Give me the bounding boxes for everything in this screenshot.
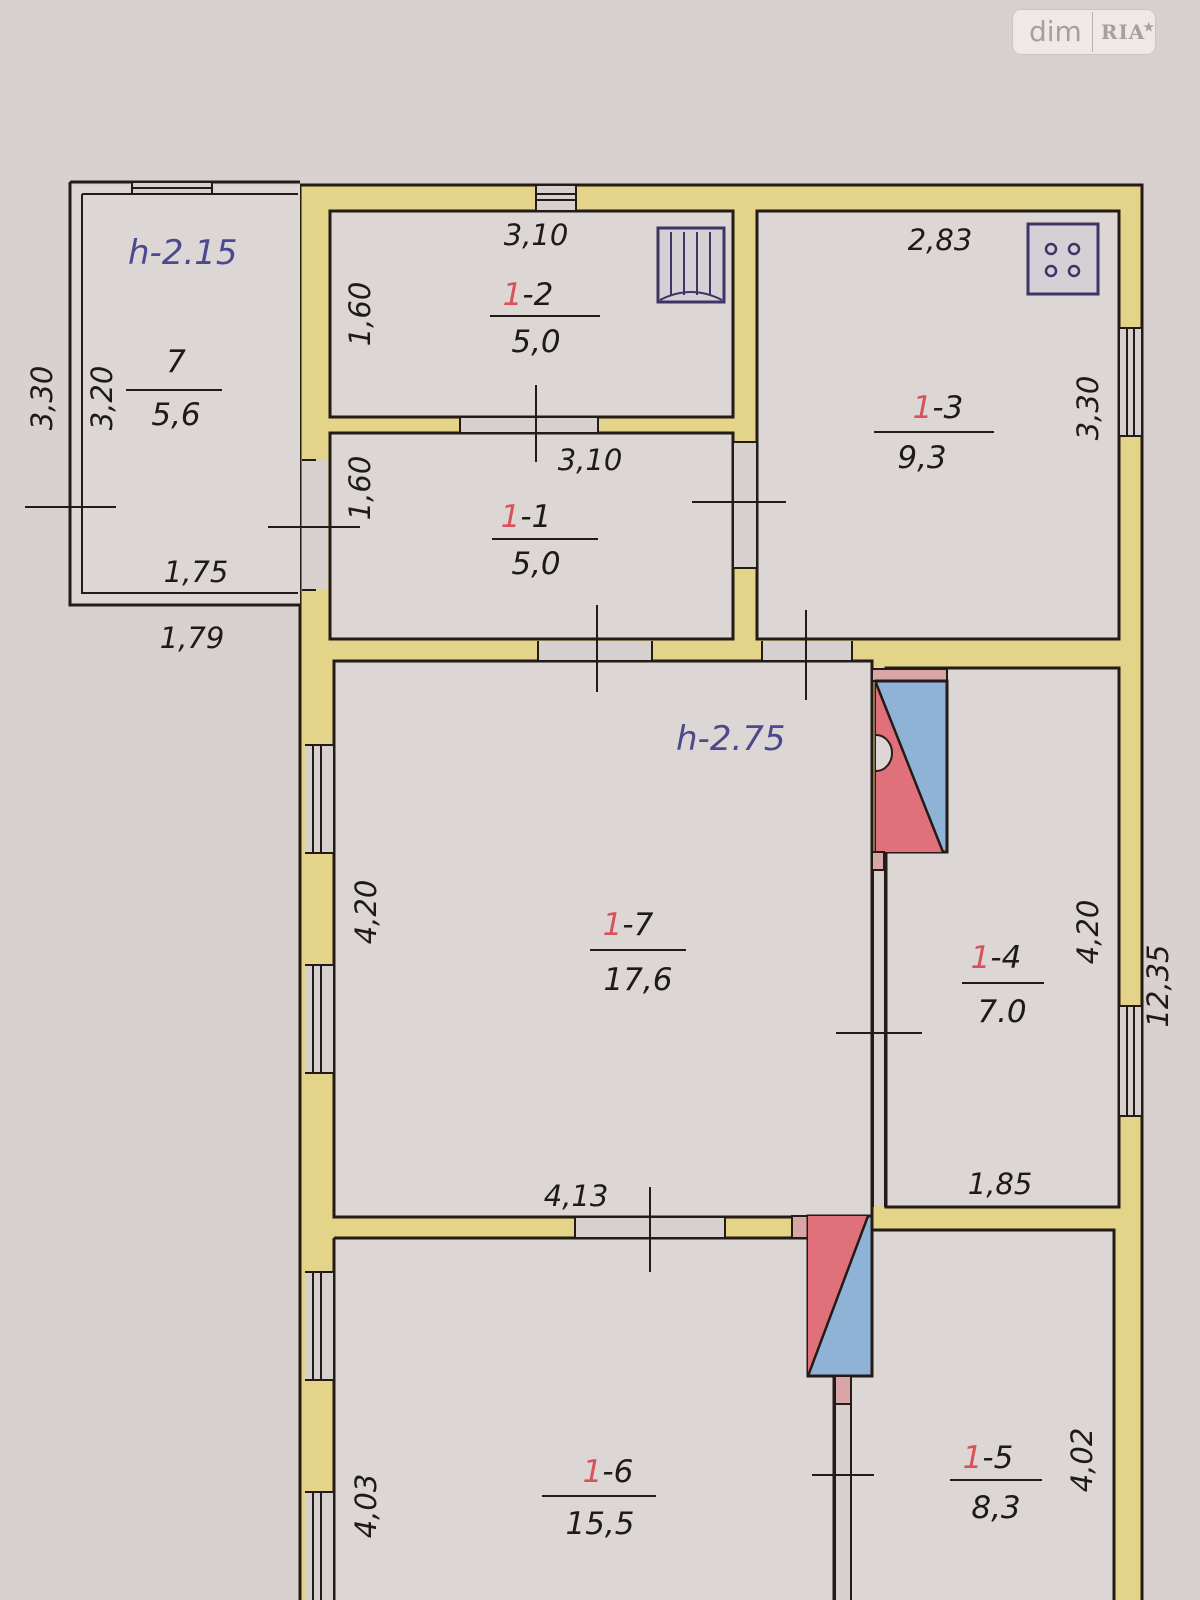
dim-r11-width: 3,10 (558, 443, 623, 477)
room-label-1-4: 1-4 7.0 (962, 940, 1044, 1030)
room-number: -2 (522, 277, 553, 313)
dimria-watermark: dim RIA★ (1013, 10, 1155, 54)
room-label-1-5: 1-5 8,3 (950, 1440, 1042, 1526)
stove-icon (1026, 222, 1100, 296)
dim-annex-outer-height: 3,30 (25, 366, 59, 431)
room-floor-number: 1 (503, 277, 523, 313)
dim-r17-width: 4,13 (544, 1179, 609, 1213)
room-number: -6 (602, 1454, 633, 1490)
svg-text:1-2: 1-2 (503, 277, 554, 313)
room-area: 5,0 (511, 546, 560, 582)
room-area: 15,5 (565, 1506, 634, 1542)
room-area: 5,6 (151, 397, 200, 433)
room-floor-number: 1 (913, 390, 933, 426)
room-number: -5 (982, 1440, 1013, 1476)
dim-r14-width: 1,85 (968, 1167, 1033, 1201)
brick-stove-bottom-icon (791, 1214, 874, 1405)
room-shapes (328, 209, 1121, 1600)
room-label-1-2: 1-2 5,0 (490, 277, 600, 360)
svg-text:1-7: 1-7 (603, 907, 654, 943)
annex-structure (25, 180, 300, 607)
room-label-1-1: 1-1 5,0 (492, 499, 598, 582)
svg-text:1-5: 1-5 (963, 1440, 1014, 1476)
room-floor-number: 1 (971, 940, 991, 976)
main-height-label: h-2.75 (676, 719, 786, 759)
room-number: -4 (990, 940, 1021, 976)
room-number: 7 (166, 344, 186, 380)
room-number: -3 (932, 390, 963, 426)
dim-r14-height: 4,20 (1071, 900, 1105, 965)
dim-r16-height: 4,03 (349, 1474, 383, 1539)
room-label-1-6: 1-6 15,5 (542, 1454, 656, 1542)
dim-r12-height: 1,60 (343, 282, 377, 347)
bathtub-icon (656, 226, 726, 304)
dim-r13-height: 3,30 (1071, 376, 1105, 441)
annex-height-label: h-2.15 (128, 233, 238, 273)
room-label-1-3: 1-3 9,3 (874, 390, 994, 476)
room-floor-number: 1 (583, 1454, 603, 1490)
room-area: 7.0 (977, 994, 1026, 1030)
room-floor-number: 1 (603, 907, 623, 943)
room-area: 9,3 (897, 440, 946, 476)
room-area: 8,3 (971, 1490, 1020, 1526)
dim-r12-width: 3,10 (504, 218, 569, 252)
watermark-ria-text: RIA (1100, 20, 1146, 44)
room-floor-number: 1 (501, 499, 521, 535)
svg-text:1-1: 1-1 (501, 499, 552, 535)
dim-r17-height: 4,20 (349, 880, 383, 945)
watermark-dim-text: dim (1013, 12, 1093, 52)
svg-text:1-4: 1-4 (971, 940, 1022, 976)
room-number: -1 (520, 499, 551, 535)
room-area: 17,6 (603, 962, 672, 998)
svg-text:1-3: 1-3 (913, 390, 964, 426)
brick-stove-top-icon (871, 668, 949, 871)
dim-annex-outer-width: 1,79 (160, 621, 225, 655)
star-icon: ★ (1143, 20, 1156, 34)
room-floor-number: 1 (963, 1440, 983, 1476)
dim-r13-width: 2,83 (908, 223, 973, 257)
dim-r15-height: 4,02 (1065, 1428, 1099, 1493)
dim-total-length: 12,35 (1141, 944, 1175, 1027)
dim-annex-inner-height: 3,20 (85, 366, 119, 431)
svg-text:1-6: 1-6 (583, 1454, 634, 1490)
dim-annex-inner-width: 1,75 (164, 555, 229, 589)
doorways (268, 385, 922, 1600)
room-label-7: 7 5,6 (126, 344, 222, 433)
dimension-labels: 3,30 3,20 1,75 1,79 3,10 1,60 3,10 1,60 … (25, 218, 1175, 1538)
windows (305, 186, 1141, 1600)
dim-r11-height: 1,60 (343, 456, 377, 521)
room-label-1-7: 1-7 17,6 (590, 907, 686, 998)
watermark-ria-logo: RIA★ (1093, 20, 1157, 44)
room-area: 5,0 (511, 324, 560, 360)
room-number: -7 (622, 907, 653, 943)
